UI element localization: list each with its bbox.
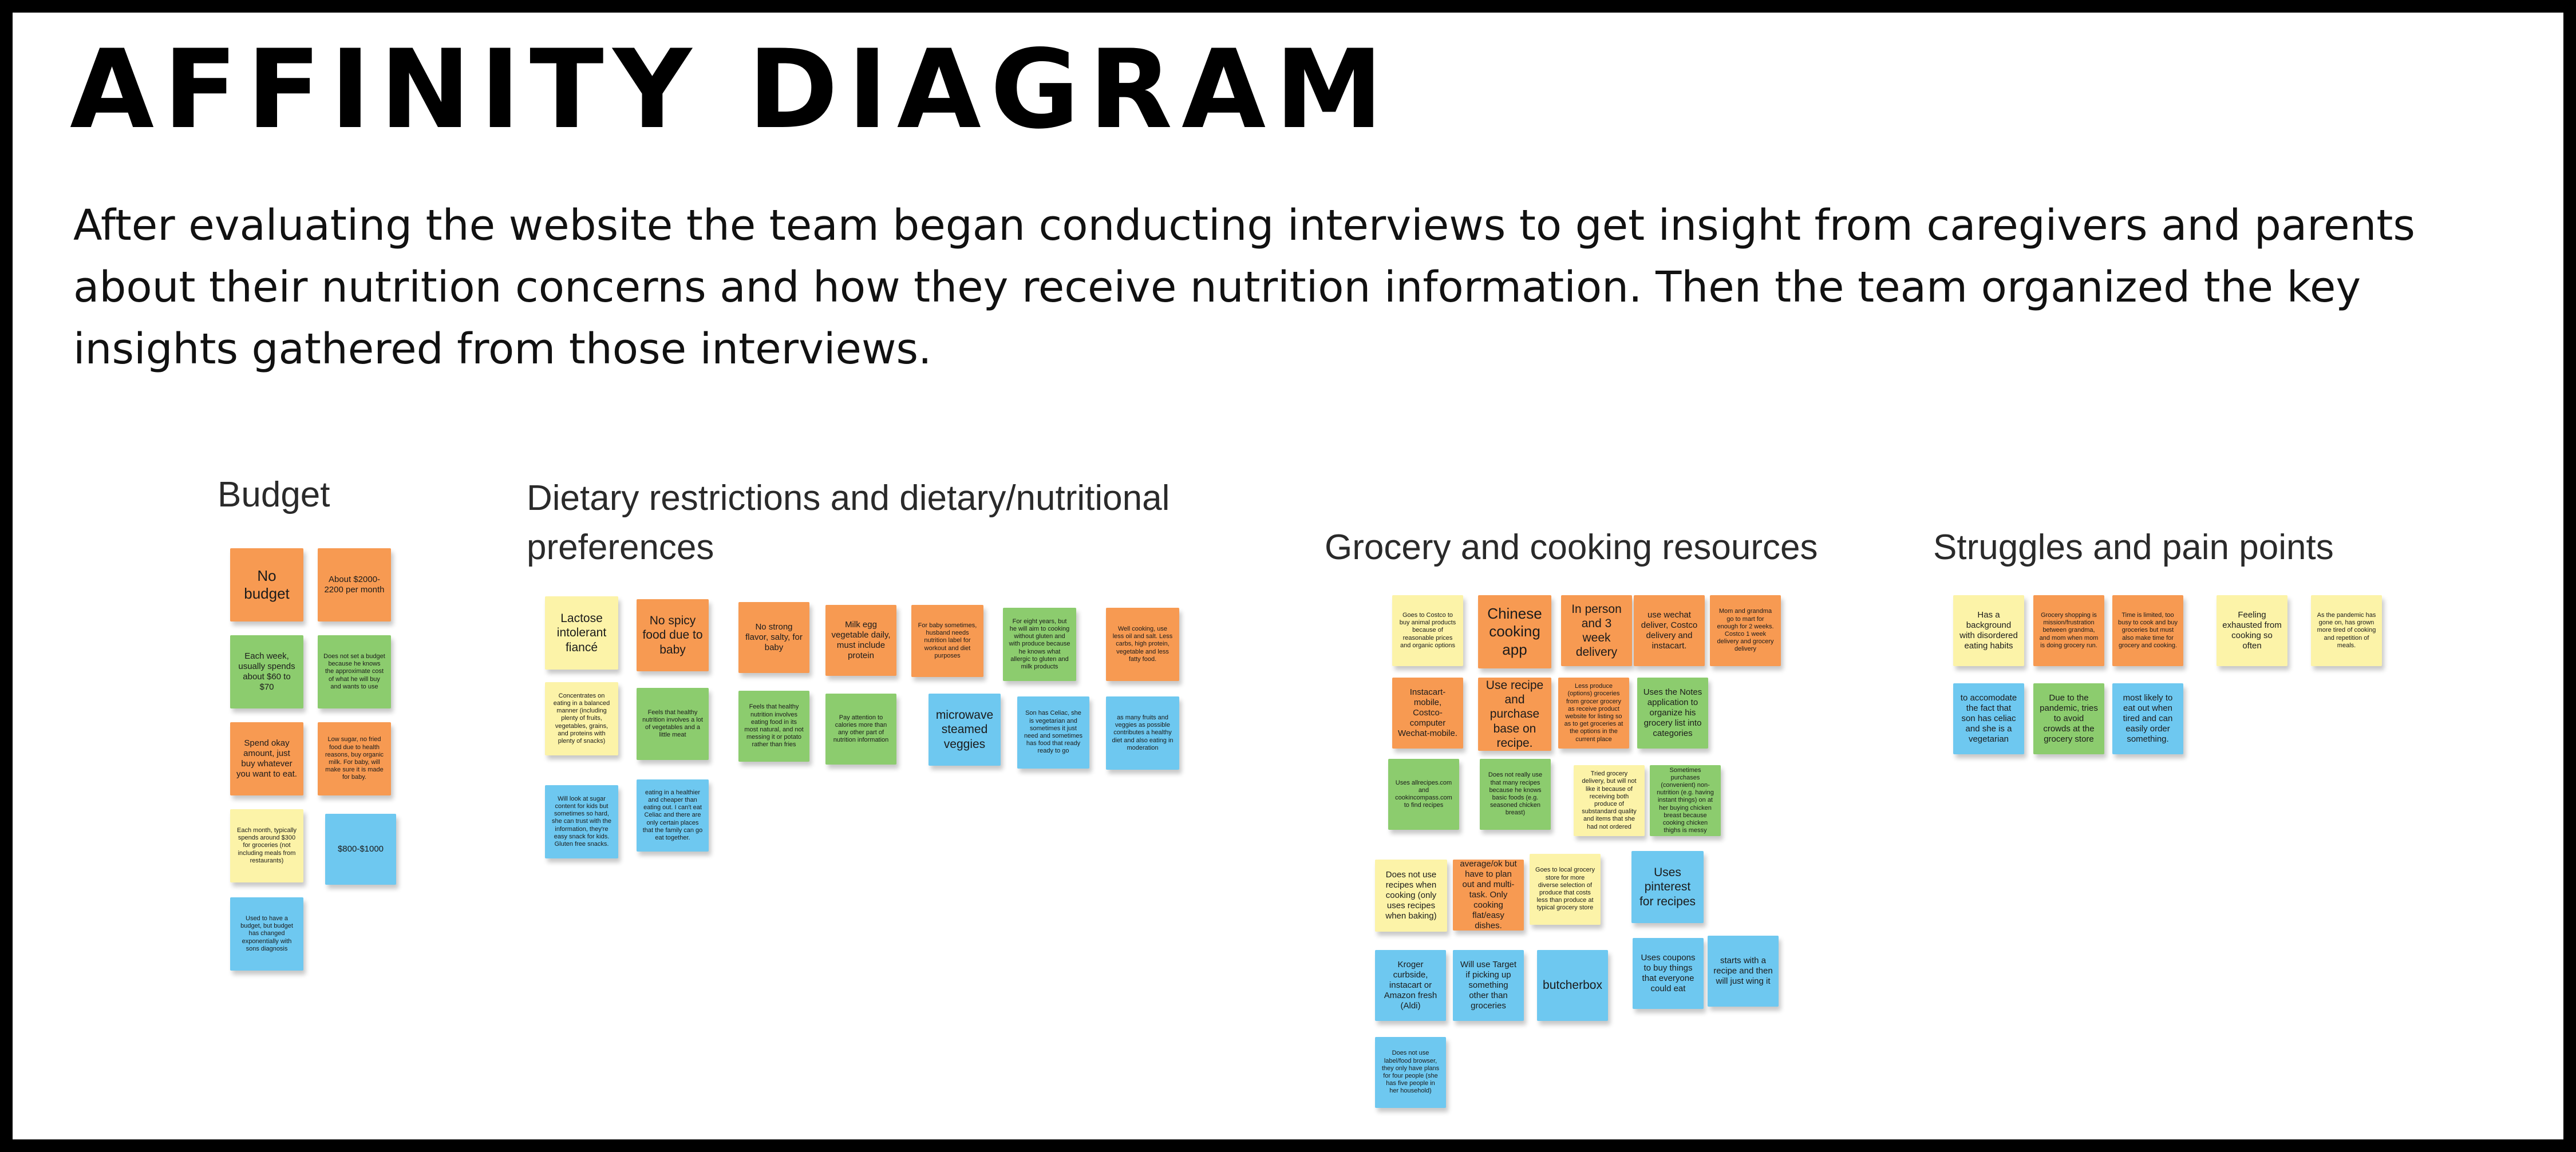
sticky-note: Chinese cooking app xyxy=(1478,595,1551,668)
sticky-note: $800-$1000 xyxy=(325,814,396,885)
sticky-note: average/ok but have to plan out and mult… xyxy=(1453,860,1524,931)
sticky-note: For baby sometimes, husband needs nutrit… xyxy=(911,605,983,677)
sticky-note: For eight years, but he will aim to cook… xyxy=(1003,608,1076,681)
sticky-note: Does not use recipes when cooking (only … xyxy=(1375,860,1447,932)
sticky-note: Low sugar, no fried food due to health r… xyxy=(318,722,391,795)
sticky-note: Instacart-mobile, Costco-computer Wechat… xyxy=(1392,678,1463,749)
group-title-struggles: Struggles and pain points xyxy=(1933,528,2334,567)
sticky-note: No budget xyxy=(230,548,303,621)
sticky-note: Spend okay amount, just buy whatever you… xyxy=(230,722,303,795)
sticky-note: Well cooking, use less oil and salt. Les… xyxy=(1106,608,1179,681)
sticky-note: Time is limited, too busy to cook and bu… xyxy=(2112,595,2183,666)
group-title-dietary: Dietary restrictions and dietary/nutriti… xyxy=(527,478,1170,567)
sticky-note: Each month, typically spends around $300… xyxy=(230,809,303,882)
sticky-note: Uses allrecipes.com and cookincompass.co… xyxy=(1388,759,1459,830)
sticky-note: Kroger curbside, instacart or Amazon fre… xyxy=(1375,950,1446,1021)
sticky-note: Has a background with disordered eating … xyxy=(1953,595,2024,666)
sticky-note: Goes to Costco to buy animal products be… xyxy=(1392,595,1463,666)
page-title: AFFINITY DIAGRAM xyxy=(70,26,1393,153)
sticky-note: Milk egg vegetable daily, must include p… xyxy=(825,605,896,676)
sticky-note: Uses pinterest for recipes xyxy=(1631,851,1704,923)
sticky-note: most likely to eat out when tired and ca… xyxy=(2112,683,2183,754)
sticky-note: Lactose intolerant fiancé xyxy=(545,596,618,670)
sticky-note: Used to have a budget, but budget has ch… xyxy=(230,897,303,971)
sticky-note: Uses coupons to buy things that everyone… xyxy=(1633,938,1704,1009)
sticky-note: Sometimes purchases (convenient) non-nut… xyxy=(1650,765,1721,836)
sticky-note: Does not really use that many recipes be… xyxy=(1480,759,1551,830)
sticky-note: Goes to local grocery store for more div… xyxy=(1530,854,1601,925)
sticky-note: About $2000-2200 per month xyxy=(318,548,391,621)
sticky-note: Will use Target if picking up something … xyxy=(1453,950,1524,1021)
sticky-note: microwave steamed veggies xyxy=(929,694,1001,766)
sticky-note: Use recipe and purchase base on recipe. xyxy=(1478,678,1551,751)
sticky-note: In person and 3 week delivery xyxy=(1561,595,1632,666)
sticky-note: to accomodate the fact that son has celi… xyxy=(1953,683,2024,754)
intro-paragraph: After evaluating the website the team be… xyxy=(73,201,2415,374)
sticky-note: Feels that healthy nutrition involves a … xyxy=(637,688,709,760)
sticky-note: Will look at sugar content for kids but … xyxy=(545,785,618,858)
sticky-note: Does not set a budget because he knows t… xyxy=(318,635,391,708)
sticky-note: butcherbox xyxy=(1537,950,1608,1021)
sticky-note: As the pandemic has gone on, has grown m… xyxy=(2311,595,2382,666)
group-title-budget: Budget xyxy=(218,475,330,514)
sticky-note: Each week, usually spends about $60 to $… xyxy=(230,635,303,708)
sticky-note: Mom and grandma go to mart for enough fo… xyxy=(1710,595,1781,666)
sticky-note: Uses the Notes application to organize h… xyxy=(1637,678,1708,749)
sticky-note: Feeling exhausted from cooking so often xyxy=(2217,595,2287,666)
sticky-note: Son has Celiac, she is vegetarian and so… xyxy=(1017,696,1089,769)
sticky-note: Tried grocery delivery, but will not lik… xyxy=(1574,765,1645,836)
sticky-note: starts with a recipe and then will just … xyxy=(1708,936,1779,1007)
group-title-grocery: Grocery and cooking resources xyxy=(1325,528,1818,567)
sticky-note: use wechat deliver, Costco delivery and … xyxy=(1634,595,1705,666)
sticky-note: Pay attention to calories more than any … xyxy=(825,694,896,765)
sticky-note: as many fruits and veggies as possible c… xyxy=(1106,696,1179,770)
sticky-note: Concentrates on eating in a balanced man… xyxy=(545,682,618,755)
sticky-note: Less produce (options) groceries from gr… xyxy=(1558,678,1629,749)
sticky-note: Feels that healthy nutrition involves ea… xyxy=(738,691,809,762)
sticky-note: No spicy food due to baby xyxy=(637,599,709,671)
sticky-note: Grocery shopping is mission/frustration … xyxy=(2033,595,2104,666)
sticky-note: eating in a healthier and cheaper than e… xyxy=(637,779,709,852)
sticky-note: Does not use label/food browser, they on… xyxy=(1375,1037,1446,1108)
sticky-note: Due to the pandemic, tries to avoid crow… xyxy=(2033,683,2104,754)
sticky-note: No strong flavor, salty, for baby xyxy=(738,602,809,673)
